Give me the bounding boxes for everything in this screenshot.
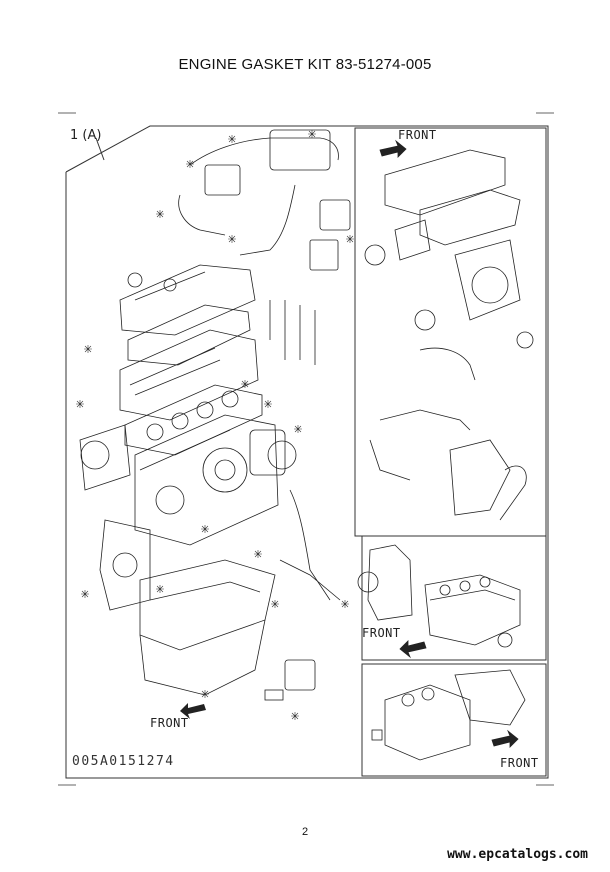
inset-bottom-sketch bbox=[371, 669, 526, 761]
front-label-main: FRONT bbox=[150, 716, 189, 730]
drawing-code: 005A0151274 bbox=[72, 754, 175, 769]
inset-middle-sketch bbox=[357, 544, 521, 659]
watermark-link[interactable]: www.epcatalogs.com bbox=[447, 847, 588, 862]
gasket-callouts bbox=[76, 130, 354, 720]
front-arrow-main bbox=[180, 703, 206, 719]
page-title: ENGINE GASKET KIT 83-51274-005 bbox=[178, 56, 432, 73]
inset-top-sketch bbox=[364, 139, 534, 521]
front-label-middle-inset: FRONT bbox=[362, 626, 401, 640]
front-label-bottom-inset: FRONT bbox=[500, 756, 539, 770]
inset-panels bbox=[354, 127, 547, 777]
crop-marks bbox=[58, 112, 554, 786]
front-label-top-inset: FRONT bbox=[398, 128, 437, 142]
engine-exploded-main bbox=[79, 129, 351, 701]
main-frame bbox=[65, 125, 549, 779]
page-number: 2 bbox=[301, 826, 309, 838]
figure-label: 1 (A) bbox=[70, 128, 102, 143]
